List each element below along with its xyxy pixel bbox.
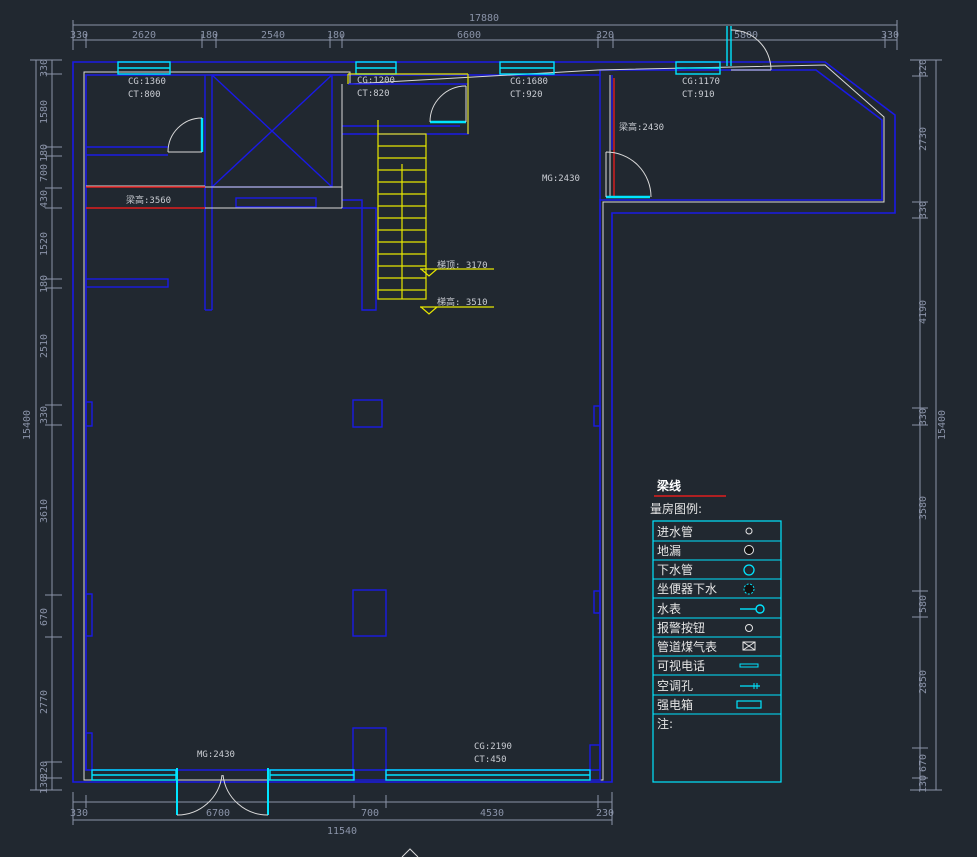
legend-item: 空调孔 [657, 679, 693, 693]
legend-title: 梁线 [656, 478, 681, 493]
dim-left: 1580 [39, 100, 50, 124]
drain-pipe-icon [743, 564, 755, 576]
alarm-button-icon [745, 624, 753, 632]
dim-right: 580 [918, 595, 929, 613]
dim-bottom: 330 [70, 808, 88, 819]
dim-top: 2620 [132, 30, 156, 41]
partitions [85, 74, 613, 781]
dim-top-total: 17880 [469, 13, 499, 24]
dim-top: 180 [327, 30, 345, 41]
dim-bottom: 6700 [206, 808, 230, 819]
window-c-cg: CG:1680 [510, 77, 548, 87]
windows [91, 26, 732, 815]
dim-left: 330 [39, 59, 50, 77]
legend-note: 注: [657, 716, 673, 731]
legend-item: 报警按钮 [657, 620, 705, 635]
walls-inner [83, 64, 885, 781]
legend-item: 进水管 [657, 524, 693, 539]
plan-labels: CG:1360 CT:800 CG:1200 CT:820 CG:1680 CT… [126, 76, 720, 765]
dim-left: 430 [39, 190, 50, 208]
window-e-ct: CT:450 [474, 755, 507, 765]
dim-left: 670 [39, 608, 50, 626]
dim-right: 2850 [918, 670, 929, 694]
dim-bottom-total: 11540 [327, 826, 357, 837]
dim-top: 6600 [457, 30, 481, 41]
window-a-ct: CT:800 [128, 90, 161, 100]
mg-label-2: MG:2430 [197, 750, 235, 760]
dim-left: 180 [39, 144, 50, 162]
dim-left: 330 [39, 406, 50, 424]
window-d-cg: CG:1170 [682, 77, 720, 87]
dim-left: 180 [39, 275, 50, 293]
dim-left: 1520 [39, 232, 50, 256]
dim-right: 3580 [918, 496, 929, 520]
legend-subtitle: 量房图例: [650, 501, 702, 516]
dim-bottom: 4530 [480, 808, 504, 819]
staircase [347, 73, 494, 315]
beam-label-2: 梁高:2430 [619, 121, 664, 133]
dim-left: 130 [39, 776, 50, 794]
window-c-ct: CT:920 [510, 90, 543, 100]
dim-right: 330 [918, 408, 929, 426]
dim-left-total: 15400 [22, 410, 33, 440]
dim-right: 2730 [918, 127, 929, 151]
mg-label-1: MG:2430 [542, 174, 580, 184]
dim-right: 320 [918, 59, 929, 77]
legend-item: 可视电话 [657, 658, 705, 673]
dim-top: 320 [596, 30, 614, 41]
level-label-2: 梯高: 3510 [437, 296, 488, 308]
power-box-icon [736, 700, 762, 709]
dim-right: 330 [918, 201, 929, 219]
dim-right: 4190 [918, 300, 929, 324]
legend-item: 地漏 [657, 544, 681, 558]
window-e-cg: CG:2190 [474, 742, 512, 752]
video-phone-icon [739, 663, 759, 668]
floor-drain-icon [744, 545, 754, 555]
inlet-pipe-icon [745, 527, 753, 535]
north-arrow-icon [401, 848, 419, 857]
dim-right-total: 15400 [937, 410, 948, 440]
legend: 梁线 量房图例: 进水管 地漏 下水管 坐便器下水 水表 报警按钮 管道煤气表 … [650, 478, 782, 783]
dimension-texts: 17880 330 2620 180 2540 180 6600 320 580… [22, 13, 948, 837]
window-a-cg: CG:1360 [128, 77, 166, 87]
legend-item: 水表 [657, 602, 681, 616]
legend-item: 强电箱 [657, 697, 693, 712]
toilet-drain-icon [743, 583, 755, 595]
structural-lines [86, 75, 611, 209]
beam-lines [86, 78, 615, 209]
dim-left: 3610 [39, 499, 50, 523]
dim-bottom: 230 [596, 808, 614, 819]
dim-left: 2510 [39, 334, 50, 358]
dim-top: 5800 [734, 30, 758, 41]
legend-box [652, 520, 782, 783]
dim-top: 2540 [261, 30, 285, 41]
dimension-lines [30, 20, 942, 825]
dim-bottom: 700 [361, 808, 379, 819]
dim-right: 670 [918, 754, 929, 772]
legend-item: 管道煤气表 [657, 639, 717, 654]
gas-meter-icon [742, 641, 756, 651]
dim-top: 330 [70, 30, 88, 41]
beam-label-1: 梁高:3560 [126, 194, 171, 206]
dim-top: 180 [200, 30, 218, 41]
legend-item: 坐便器下水 [657, 582, 717, 596]
door-swings [167, 29, 772, 816]
dim-left: 2770 [39, 690, 50, 714]
window-d-ct: CT:910 [682, 90, 715, 100]
legend-item: 下水管 [657, 562, 693, 577]
dim-top: 330 [881, 30, 899, 41]
window-b-cg: CG:1200 [357, 76, 395, 86]
dim-left: 700 [39, 164, 50, 182]
walls-outer [72, 61, 896, 783]
dim-right: 130 [918, 775, 929, 793]
window-b-ct: CT:820 [357, 89, 390, 99]
dim-left: 320 [39, 761, 50, 779]
level-label-1: 梯顶: 3170 [437, 259, 488, 271]
